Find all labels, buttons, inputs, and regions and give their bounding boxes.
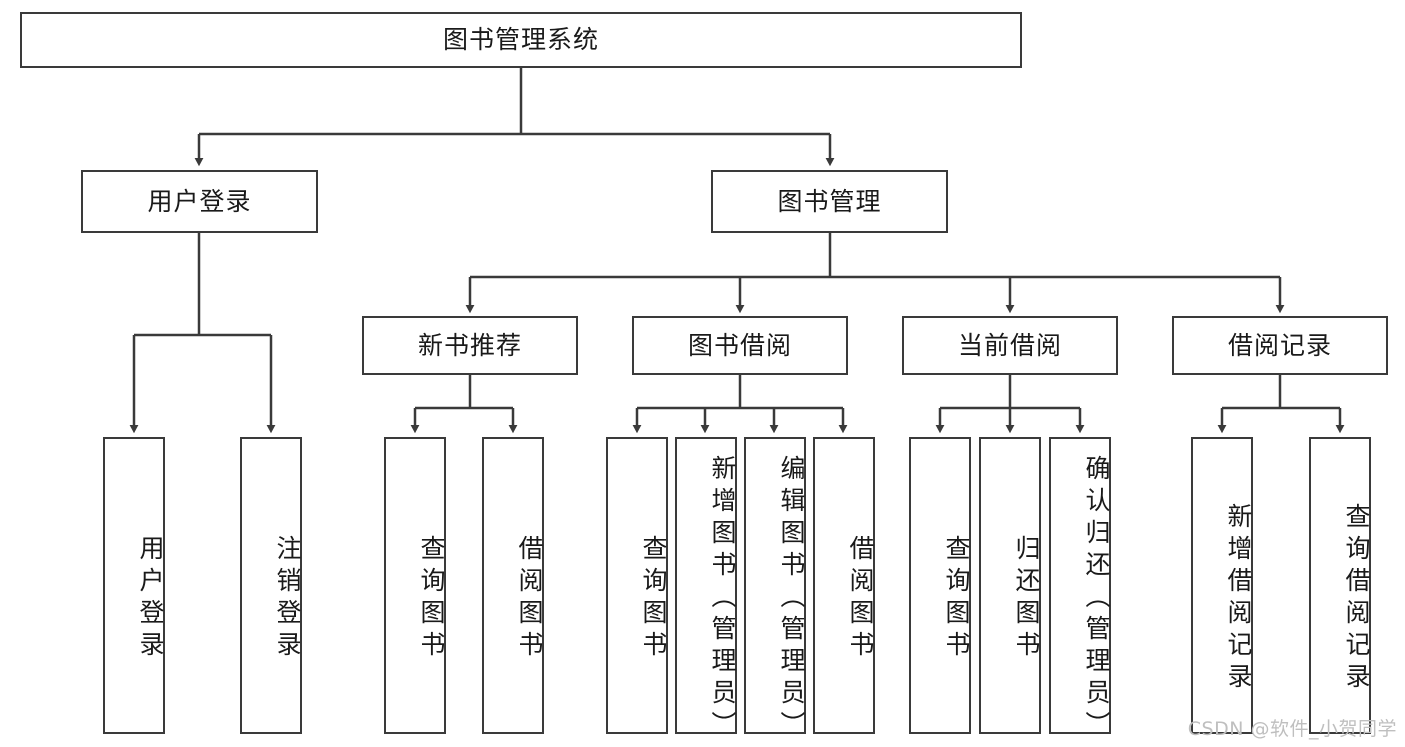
leaf-label: 新增图书（管理员）: [708, 454, 737, 743]
node-current-borrow-label: 当前借阅: [957, 330, 1062, 360]
leaf-book-borrow-query-book[interactable]: 查询图书: [606, 437, 668, 734]
node-new-book-recommend[interactable]: 新书推荐: [362, 316, 578, 375]
node-book-management-label: 图书管理: [777, 186, 882, 216]
node-book-borrow-label: 图书借阅: [687, 330, 792, 360]
node-user-login-label: 用户登录: [147, 186, 252, 216]
leaf-label: 查询图书: [639, 534, 668, 663]
node-book-borrow[interactable]: 图书借阅: [632, 316, 848, 375]
node-user-login[interactable]: 用户登录: [81, 170, 318, 233]
leaf-label: 借阅图书: [515, 534, 544, 663]
node-book-management[interactable]: 图书管理: [711, 170, 948, 233]
leaf-label: 查询图书: [942, 534, 971, 663]
leaf-book-borrow-add-book-admin[interactable]: 新增图书（管理员）: [675, 437, 737, 743]
node-borrow-record-label: 借阅记录: [1227, 330, 1332, 360]
node-current-borrow[interactable]: 当前借阅: [902, 316, 1118, 375]
leaf-current-borrow-query-book[interactable]: 查询图书: [909, 437, 971, 734]
csdn-watermark: CSDN @软件_小贺同学: [1187, 718, 1397, 740]
leaf-new-book-query-book[interactable]: 查询图书: [384, 437, 446, 734]
leaf-book-borrow-borrow-book[interactable]: 借阅图书: [813, 437, 875, 734]
leaf-book-borrow-edit-book-admin[interactable]: 编辑图书（管理员）: [744, 437, 806, 743]
leaf-user-login-login[interactable]: 用户登录: [103, 437, 165, 734]
node-root-label: 图书管理系统: [442, 25, 599, 55]
leaf-label: 用户登录: [136, 534, 165, 663]
leaf-new-book-borrow-book[interactable]: 借阅图书: [482, 437, 544, 734]
node-new-book-recommend-label: 新书推荐: [417, 330, 522, 360]
leaf-label: 归还图书: [1012, 534, 1041, 663]
leaf-label: 编辑图书（管理员）: [777, 454, 806, 743]
leaf-borrow-record-add-record[interactable]: 新增借阅记录: [1191, 437, 1253, 734]
leaf-current-borrow-confirm-return-admin[interactable]: 确认归还（管理员）: [1049, 437, 1111, 743]
leaf-label: 注销登录: [273, 534, 302, 663]
leaf-user-login-logout[interactable]: 注销登录: [240, 437, 302, 734]
leaf-borrow-record-query-record[interactable]: 查询借阅记录: [1309, 437, 1371, 734]
leaf-label: 确认归还（管理员）: [1082, 454, 1111, 743]
leaf-label: 借阅图书: [846, 534, 875, 663]
leaf-label: 查询借阅记录: [1342, 502, 1371, 695]
leaf-label: 新增借阅记录: [1224, 502, 1253, 695]
node-borrow-record[interactable]: 借阅记录: [1172, 316, 1388, 375]
leaf-label: 查询图书: [417, 534, 446, 663]
leaf-current-borrow-return-book[interactable]: 归还图书: [979, 437, 1041, 734]
node-root-system[interactable]: 图书管理系统: [20, 12, 1022, 68]
